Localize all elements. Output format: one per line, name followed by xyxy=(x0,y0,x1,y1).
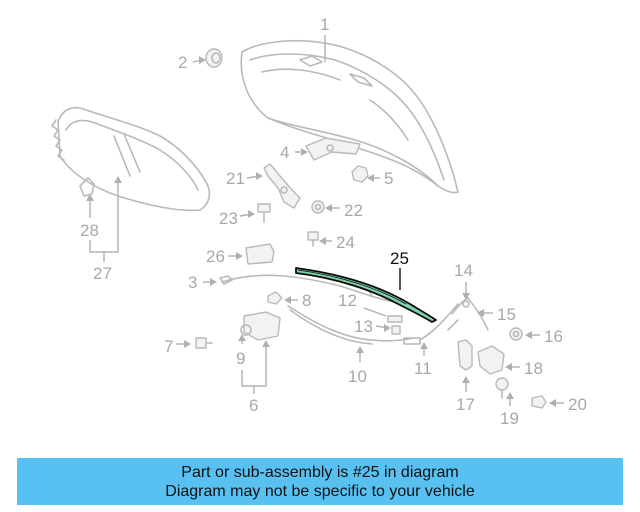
callout-23: 23 xyxy=(219,209,238,228)
callout-4: 4 xyxy=(280,143,289,162)
part-bumper xyxy=(245,243,275,265)
callout-6: 6 xyxy=(249,396,258,415)
parts-diagram: 1 2 28 27 4 5 21 xyxy=(51,15,587,428)
callout-26: 26 xyxy=(206,247,225,266)
callout-19: 19 xyxy=(500,409,519,428)
part-20 xyxy=(531,395,547,409)
callout-16: 16 xyxy=(544,327,563,346)
part-rod-11 xyxy=(403,303,459,345)
callout-15: 15 xyxy=(497,305,516,324)
callout-11: 11 xyxy=(414,359,432,378)
callout-20: 20 xyxy=(568,395,587,414)
callout-5: 5 xyxy=(384,169,393,188)
part-insulator xyxy=(51,106,211,212)
callout-17: 17 xyxy=(456,395,475,414)
banner-line-2: Diagram may not be specific to your vehi… xyxy=(165,482,475,500)
part-12 xyxy=(387,315,403,323)
part-bolt-23 xyxy=(257,203,271,223)
callout-28: 28 xyxy=(80,221,99,240)
callout-9: 9 xyxy=(236,349,245,368)
part-18 xyxy=(477,345,505,375)
part-bolt-24 xyxy=(307,231,319,247)
callout-13: 13 xyxy=(354,317,373,336)
part-hood xyxy=(240,39,459,194)
part-nut-22 xyxy=(311,200,325,214)
part-info-banner: Part or sub-assembly is #25 in diagram D… xyxy=(17,458,623,505)
callout-10: 10 xyxy=(348,367,367,386)
part-clip xyxy=(79,177,95,197)
callout-25: 25 xyxy=(390,249,409,268)
callout-22: 22 xyxy=(344,201,363,220)
callout-14: 14 xyxy=(454,261,473,280)
callout-27: 27 xyxy=(93,264,112,283)
callout-21: 21 xyxy=(226,169,245,188)
callout-1: 1 xyxy=(320,15,329,34)
part-25-weatherstrip[interactable] xyxy=(295,267,437,323)
part-13 xyxy=(391,325,401,335)
part-hinge xyxy=(263,163,301,209)
part-latch xyxy=(240,311,281,341)
callout-2: 2 xyxy=(178,53,187,72)
part-bolt-8 xyxy=(267,291,283,305)
callout-8: 8 xyxy=(302,291,311,310)
callout-12: 12 xyxy=(338,291,357,310)
callout-3: 3 xyxy=(188,273,197,292)
part-plug xyxy=(205,48,223,68)
part-17 xyxy=(457,339,473,371)
part-latch-striker xyxy=(305,137,361,161)
banner-line-1: Part or sub-assembly is #25 in diagram xyxy=(181,463,459,481)
callout-24: 24 xyxy=(336,233,355,252)
part-prop-rod xyxy=(447,297,489,331)
part-bolt-5 xyxy=(351,165,369,183)
callout-7: 7 xyxy=(164,337,173,356)
part-cable-10 xyxy=(287,305,415,345)
part-grommet-16 xyxy=(509,327,523,341)
part-19 xyxy=(495,377,509,399)
part-bolt-7 xyxy=(195,337,213,349)
callout-18: 18 xyxy=(524,359,543,378)
